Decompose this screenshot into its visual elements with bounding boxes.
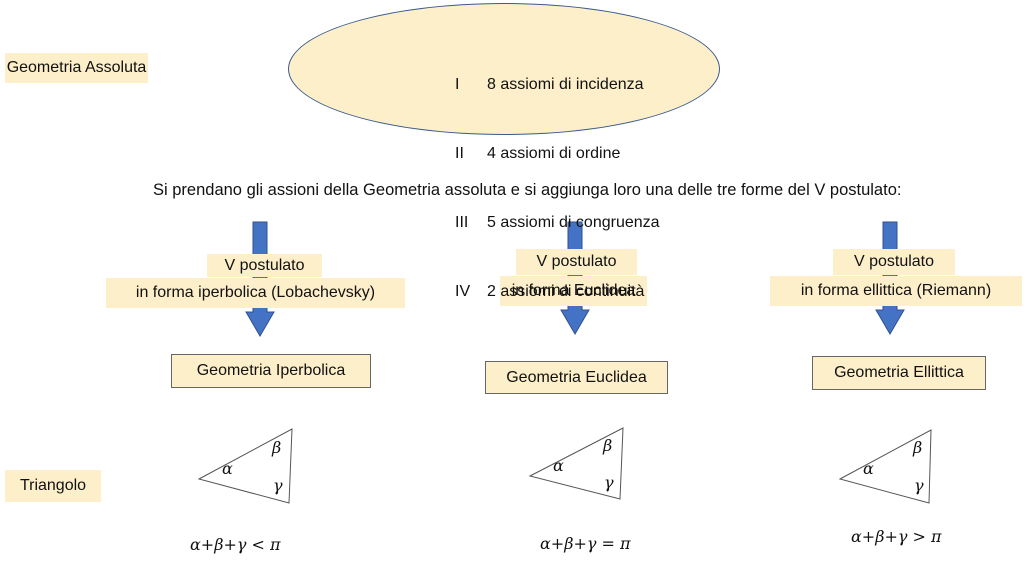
instruction-sentence: Si prendano gli assioni della Geometria …: [153, 181, 902, 199]
beta-label: β: [603, 436, 613, 455]
result-geometria-ellittica: Geometria Ellittica: [812, 356, 986, 390]
angle-sum-formula: α+β+γ > π: [851, 527, 942, 546]
beta-label: β: [272, 438, 282, 457]
postulate-label-line2: in forma ellittica (Riemann): [770, 276, 1022, 306]
gamma-label: γ: [914, 476, 924, 495]
result-geometria-euclidea: Geometria Euclidea: [485, 361, 668, 394]
gamma-label: γ: [273, 476, 283, 495]
axioms-ellipse: [288, 3, 720, 135]
angle-sum-formula: α+β+γ = π: [540, 534, 631, 553]
geometria-assoluta-label: Geometria Assoluta: [5, 53, 148, 83]
triangolo-label: Triangolo: [5, 470, 101, 502]
beta-label: β: [913, 438, 923, 457]
alpha-label: α: [222, 459, 233, 478]
postulate-label-line1: V postulato: [207, 254, 322, 277]
result-geometria-iperbolica: Geometria Iperbolica: [171, 354, 371, 388]
alpha-label: α: [553, 456, 564, 475]
gamma-label: γ: [604, 473, 614, 492]
alpha-label: α: [863, 459, 874, 478]
postulate-label-line1: V postulato: [833, 249, 955, 275]
angle-sum-formula: α+β+γ < π: [190, 535, 281, 554]
postulate-label-line2: in forma iperbolica (Lobachevsky): [106, 278, 405, 308]
